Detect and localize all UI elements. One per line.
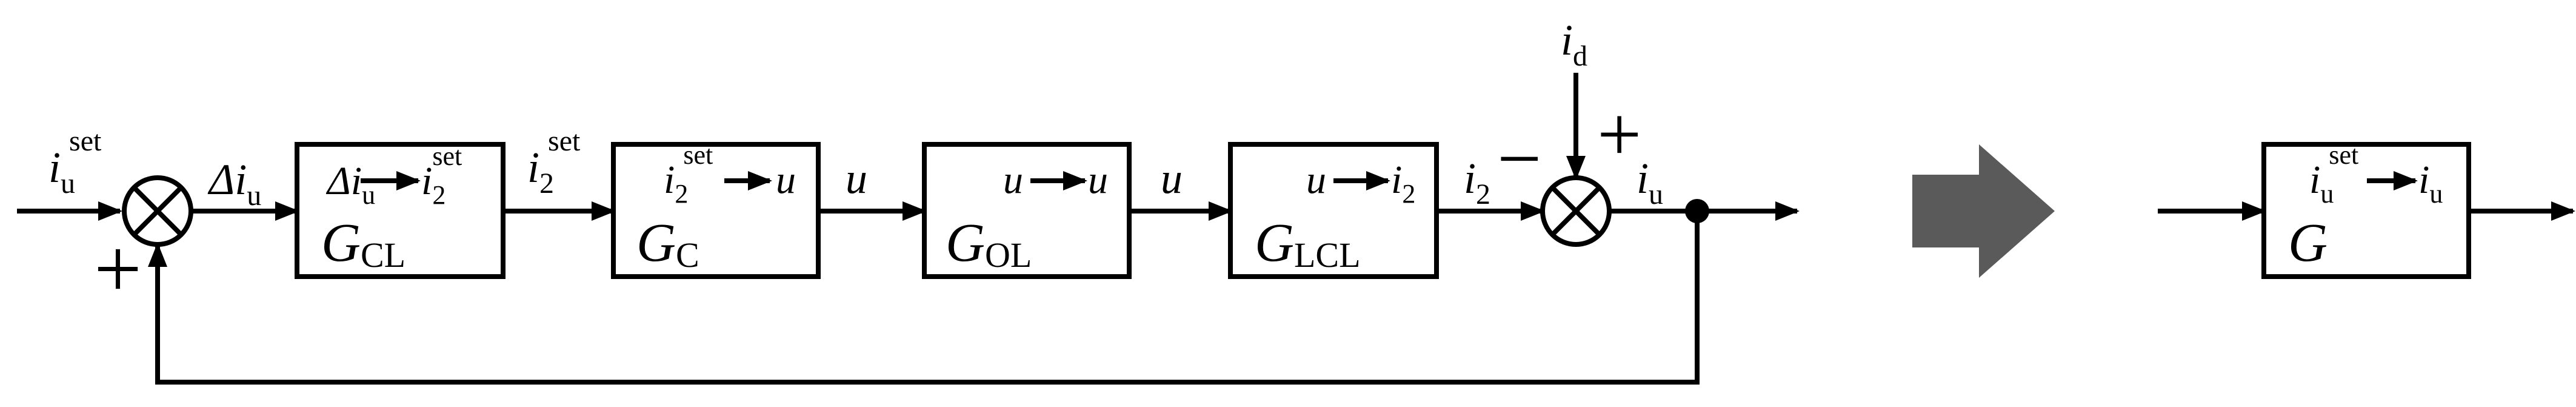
i2-set-label: i2set: [527, 125, 581, 200]
block-gc: [611, 142, 821, 279]
block-gol-name: GOL: [946, 213, 1032, 275]
block-gc-name: GC: [636, 213, 699, 275]
block-gc-mapping-from: i2set: [664, 140, 713, 209]
block-glcl-name: GLCL: [1255, 213, 1361, 275]
block-glcl-mapping-to: i2: [1391, 158, 1415, 209]
output-label: iu: [1637, 154, 1663, 210]
u-label-2: u: [1161, 154, 1183, 203]
block-gol-mapping-from: u: [1003, 158, 1023, 202]
feedback-sign: +: [94, 222, 142, 316]
equivalence-arrow: [1912, 144, 2055, 278]
block-g-mapping-from: iuset: [2309, 140, 2358, 209]
block-gol-mapping-to: u: [1088, 158, 1108, 202]
disturbance-sign: +: [1597, 91, 1641, 178]
block-gcl-mapping-from: Δiu: [325, 159, 375, 210]
input-label: iuset: [48, 125, 102, 200]
summing-junction-2: [1540, 175, 1612, 247]
feedback-path: [148, 211, 1700, 385]
block-gcl-name: GCL: [321, 213, 405, 275]
block-g: [2261, 142, 2471, 279]
error-label: Δiu: [207, 155, 261, 212]
block-gcl: [295, 142, 506, 279]
block-g-name: G: [2288, 213, 2327, 273]
u-label-1: u: [846, 154, 867, 203]
block-gc-mapping-to: u: [776, 158, 796, 202]
block-gol: [922, 142, 1132, 279]
i2-sign: −: [1497, 115, 1541, 203]
i2-label: i2: [1464, 154, 1490, 210]
block-g-mapping-to: iu: [2418, 158, 2443, 209]
disturbance-label: id: [1561, 16, 1587, 72]
block-gcl-mapping-to: i2set: [421, 141, 462, 210]
block-glcl-mapping-from: u: [1306, 158, 1326, 202]
